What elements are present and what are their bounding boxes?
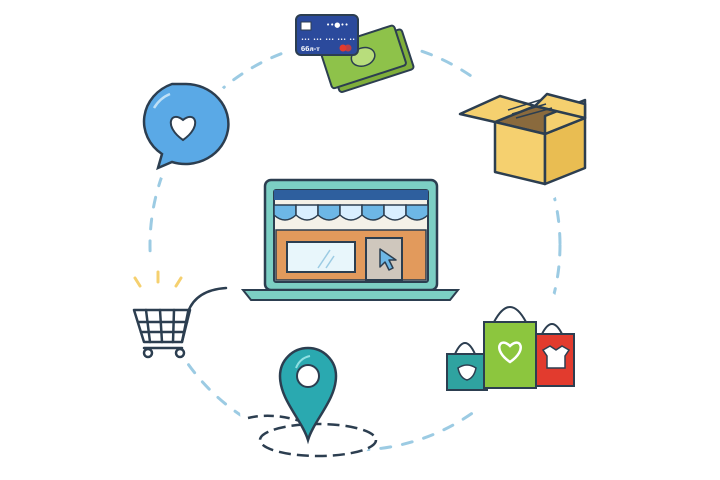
card-logo-text: ••●••	[326, 21, 349, 29]
credit-card-cash-icon: ••●•• ••• ••• ••• ••• •• ббл-т	[295, 14, 415, 93]
cursor-icon	[379, 248, 397, 271]
open-box-icon	[458, 92, 587, 186]
shopping-cart-icon	[132, 270, 228, 359]
location-pin-icon	[247, 346, 378, 458]
dashed-ring	[148, 38, 562, 452]
heart-chat-bubble-icon	[142, 82, 230, 171]
shopping-bags-icon	[446, 306, 575, 391]
laptop-storefront-icon	[240, 178, 461, 301]
card-number-text: ••• ••• ••• ••• ••	[301, 37, 355, 43]
card-holder-text: ббл-т	[301, 46, 320, 53]
